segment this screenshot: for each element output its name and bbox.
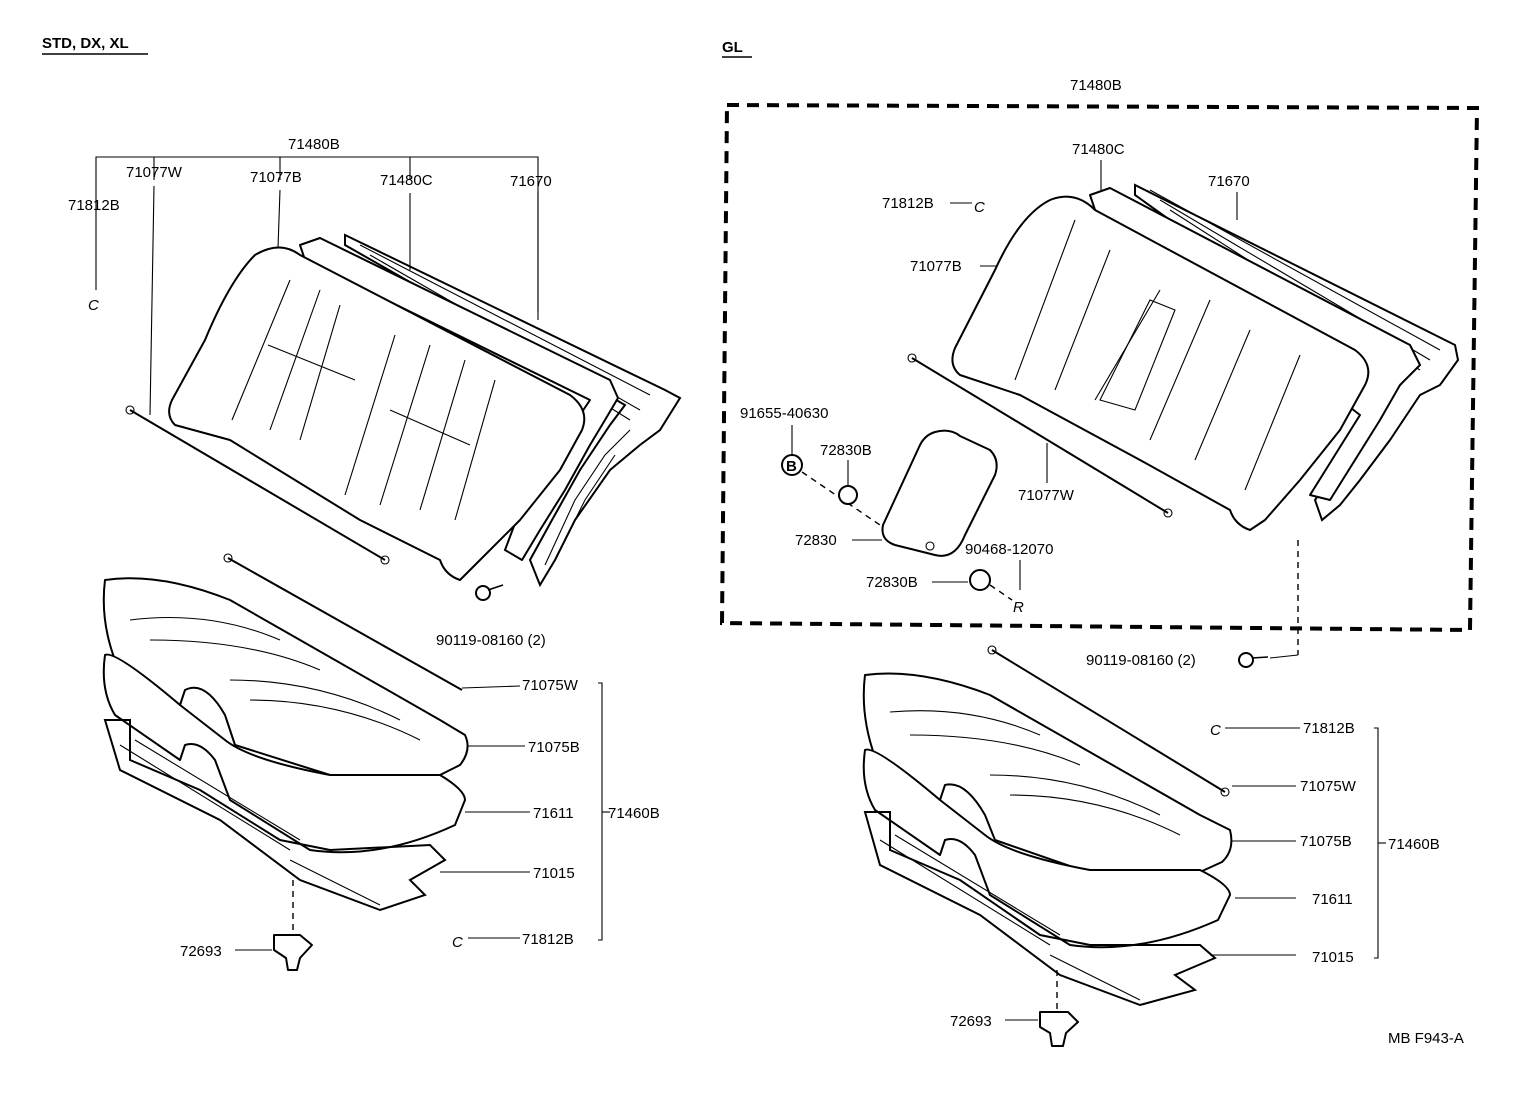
cap-72830B-top	[838, 485, 858, 505]
clip-c-icon-bottom-left: C	[452, 934, 463, 951]
clip-c-icon-bottom-right: C	[1210, 722, 1221, 739]
label-71611-right: 71611	[1312, 891, 1353, 908]
label-71077B-left: 71077B	[250, 169, 302, 186]
seatback-frame-left	[344, 233, 682, 588]
label-71812B-top-left: 71812B	[68, 197, 120, 214]
armrest-72830	[881, 429, 998, 557]
label-71075B-right: 71075B	[1300, 833, 1352, 850]
label-90119-left: 90119-08160 (2)	[436, 632, 546, 649]
wire-71077W-left	[129, 409, 386, 561]
label-71480C-right: 71480C	[1072, 141, 1125, 158]
label-71077W-left: 71077W	[126, 164, 183, 181]
seat-frame-left	[103, 719, 447, 912]
label-71015-right: 71015	[1312, 949, 1354, 966]
hook-72693-right	[1039, 1011, 1079, 1047]
label-71460B-left: 71460B	[608, 805, 660, 822]
label-71015-left: 71015	[533, 865, 575, 882]
label-71812B-top-right: 71812B	[882, 195, 934, 212]
label-72693-left: 72693	[180, 943, 222, 960]
wire-71075W-left	[227, 557, 463, 691]
seatback-cover-right	[951, 195, 1370, 531]
label-71077W-right: 71077W	[1018, 487, 1075, 504]
left-section: STD, DX, XL 71480B 71077W 71077B 71480C …	[42, 35, 682, 971]
label-71460B-right: 71460B	[1388, 836, 1440, 853]
label-71480B-left: 71480B	[288, 136, 340, 153]
label-71670-left: 71670	[510, 173, 552, 190]
label-72830B-top-right: 72830B	[820, 442, 872, 459]
label-71480B-right: 71480B	[1070, 77, 1122, 94]
seatback-cover-left	[168, 246, 586, 581]
label-71075W-left: 71075W	[522, 677, 579, 694]
clip-c-icon-top-right: C	[974, 199, 985, 216]
figure-code: MB F943-A	[1388, 1030, 1464, 1047]
variant-title-left: STD, DX, XL	[42, 35, 129, 52]
label-71812B-bottom-left: 71812B	[522, 931, 574, 948]
right-section: GL 71480B 71480C 71670 71812B C 71077B 7…	[719, 39, 1480, 1047]
label-71812B-bottom-right: 71812B	[1303, 720, 1355, 737]
bolt-icon-right	[1238, 652, 1269, 668]
label-71077B-right: 71077B	[910, 258, 962, 275]
clip-c-icon: C	[88, 297, 99, 314]
label-72830-right: 72830	[795, 532, 837, 549]
wire-71075W-right	[991, 649, 1226, 793]
label-71670-right: 71670	[1208, 173, 1250, 190]
label-91655-right: 91655-40630	[740, 405, 828, 422]
wire-71077W-right	[911, 357, 1169, 514]
label-71480C-left: 71480C	[380, 172, 433, 189]
label-72693-right: 72693	[950, 1013, 992, 1030]
hook-72693-left	[273, 934, 313, 971]
seat-pad-left	[102, 653, 466, 854]
seat-cover-left	[102, 577, 469, 784]
label-72830B-bottom-right: 72830B	[866, 574, 918, 591]
assembly-frame-right	[719, 102, 1480, 633]
label-90119-right: 90119-08160 (2)	[1086, 652, 1196, 669]
seat-pad-right	[862, 748, 1231, 949]
label-71075W-right: 71075W	[1300, 778, 1357, 795]
svg-text:B: B	[786, 458, 797, 475]
label-90468-right: 90468-12070	[965, 541, 1053, 558]
label-71611-left: 71611	[533, 805, 574, 822]
pin-r-icon: R	[1013, 599, 1024, 616]
bolt-icon-left	[475, 584, 504, 601]
bolt-b-icon: B	[781, 454, 803, 476]
label-71075B-left: 71075B	[528, 739, 580, 756]
cap-72830B-bottom	[969, 569, 991, 591]
variant-title-right: GL	[722, 39, 743, 56]
seat-cover-right	[862, 672, 1233, 881]
